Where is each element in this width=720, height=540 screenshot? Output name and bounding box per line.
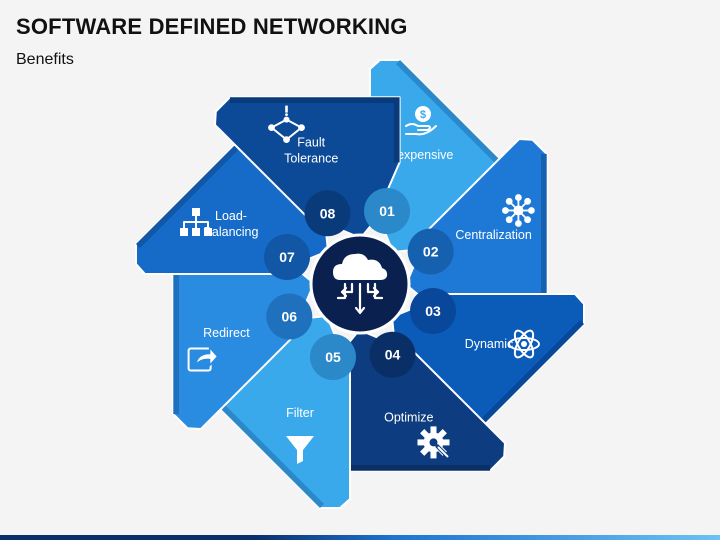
segment-label: Optimize — [384, 411, 433, 425]
segment-number: 02 — [423, 244, 439, 260]
hub-network-icon — [502, 194, 535, 227]
segment-number: 03 — [425, 303, 441, 319]
segment-label: Load-Balancing — [204, 209, 259, 239]
page-subtitle: Benefits — [16, 51, 74, 68]
bottom-accent-bar — [0, 535, 720, 540]
gear-wrench-icon — [417, 426, 451, 460]
segment-number-badge: 03 — [410, 288, 456, 334]
segment-number: 04 — [385, 347, 401, 363]
page-title: SOFTWARE DEFINED NETWORKING — [16, 14, 408, 39]
network-fault-icon — [268, 105, 305, 143]
segment-label: Redirect — [203, 326, 250, 340]
benefit-segment-04: Optimize — [319, 329, 506, 472]
segment-label: Dynamic — [465, 337, 514, 351]
benefit-segment-02: Centralization — [405, 138, 548, 325]
segment-number: 05 — [325, 349, 341, 365]
segment-number-badge: 04 — [369, 331, 416, 378]
segment-number: 01 — [379, 203, 395, 219]
svg-text:$: $ — [420, 109, 426, 121]
segment-number: 08 — [320, 205, 336, 221]
segment-number-badge: 06 — [266, 293, 313, 340]
segment-number: 07 — [279, 249, 295, 265]
segment-number: 06 — [282, 309, 298, 325]
benefit-segment-06: Redirect — [172, 243, 315, 430]
segment-label: Filter — [286, 406, 314, 420]
segment-number-badge: 08 — [304, 190, 351, 237]
segment-number-badge: 01 — [364, 188, 410, 234]
filter-icon — [286, 436, 314, 464]
share-arrow-icon — [187, 345, 219, 372]
segment-number-badge: 05 — [310, 334, 356, 380]
segment-label: Inexpensive — [387, 148, 454, 162]
segment-label: Centralization — [455, 228, 531, 242]
cloud-network-icon — [333, 253, 388, 315]
atom-icon — [508, 329, 540, 359]
hierarchy-icon — [180, 208, 212, 236]
segment-number-badge: 07 — [264, 234, 310, 280]
hand-money-icon: $ — [405, 106, 437, 136]
segment-number-badge: 02 — [407, 228, 454, 275]
